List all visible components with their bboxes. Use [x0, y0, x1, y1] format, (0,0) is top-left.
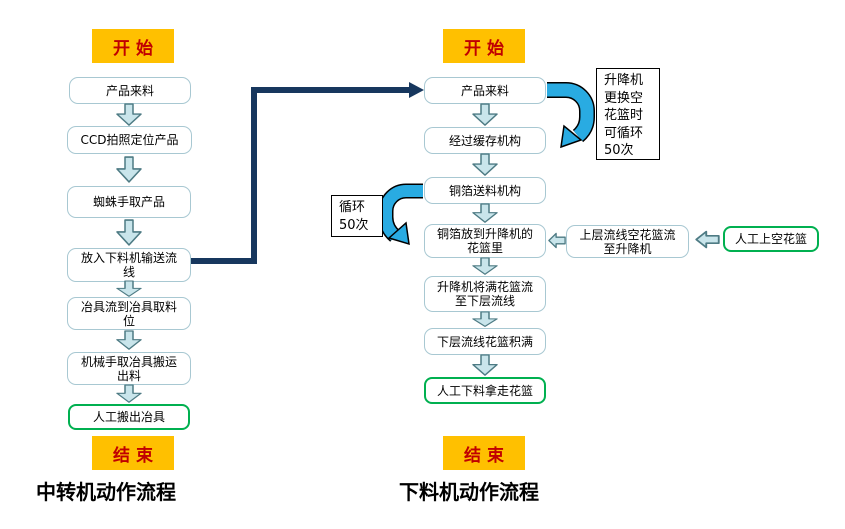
note-line: 可循环: [604, 125, 644, 141]
step-label: 人工下料拿走花篮: [436, 383, 533, 398]
left-start-label: 开始: [113, 38, 159, 59]
right-end-label: 结束: [464, 445, 510, 466]
left-start-box: 开始: [92, 29, 174, 63]
left-step-robot-carry: 机械手取冶具搬运出料: [67, 352, 191, 385]
left-arrow-icon: [695, 230, 720, 249]
down-arrow-icon: [472, 311, 498, 327]
note-line: 更换空: [604, 90, 644, 106]
manual-supply-basket-box: 人工上空花篮: [723, 226, 819, 252]
left-step-spider-pick: 蜘蛛手取产品: [67, 186, 191, 218]
step-label: 产品来料: [460, 83, 509, 98]
feeder-loop-arrow-icon: [378, 183, 423, 246]
down-arrow-icon: [116, 330, 142, 350]
left-step-jig-flow: 冶具流到冶具取料位: [67, 297, 191, 330]
cycle-50-note: 循环 50次: [331, 195, 383, 237]
left-flow-title: 中转机动作流程: [36, 480, 176, 504]
left-step-manual-remove: 人工搬出冶具: [68, 404, 190, 430]
step-label: 产品来料: [105, 83, 154, 98]
down-arrow-icon: [472, 257, 498, 275]
basket-swap-loop-arrow-icon: [547, 82, 595, 149]
right-step-product-arrival: 产品来料: [424, 77, 546, 104]
right-step-copper-to-basket: 铜箔放到升降机的花篮里: [424, 224, 546, 258]
down-arrow-icon: [116, 156, 142, 183]
right-step-lift-full-basket: 升降机将满花篮流至下层流线: [424, 276, 546, 312]
step-label: 经过缓存机构: [448, 133, 521, 148]
lift-swap-note: 升降机 更换空 花篮时 可循环 50次: [596, 68, 660, 160]
left-step-ccd: CCD拍照定位产品: [67, 126, 192, 154]
step-label: 冶具流到冶具取料位: [80, 299, 177, 328]
down-arrow-icon: [472, 203, 498, 223]
down-arrow-icon: [116, 103, 142, 126]
step-label: CCD拍照定位产品: [80, 133, 179, 147]
right-start-box: 开始: [443, 29, 525, 63]
right-end-box: 结束: [443, 436, 525, 470]
right-step-lower-line-full: 下层流线花篮积满: [424, 328, 546, 355]
step-label: 下层流线花篮积满: [436, 334, 533, 349]
upper-line-empty-basket-box: 上层流线空花篮流至升降机: [566, 225, 689, 258]
left-end-box: 结束: [92, 436, 174, 470]
right-step-manual-takeaway: 人工下料拿走花篮: [424, 377, 546, 404]
step-label: 放入下料机输送流线: [80, 251, 177, 279]
right-flow-title: 下料机动作流程: [399, 480, 539, 504]
down-arrow-icon: [472, 103, 498, 126]
left-step-place-line: 放入下料机输送流线: [67, 248, 191, 282]
step-label: 上层流线空花篮流至升降机: [579, 227, 676, 256]
note-line: 花篮时: [604, 108, 644, 123]
note-line: 循环: [339, 200, 366, 215]
right-step-buffer: 经过缓存机构: [424, 127, 546, 154]
step-label: 人工上空花篮: [734, 232, 807, 246]
right-step-copper-feeder: 铜箔送料机构: [424, 177, 546, 204]
down-arrow-icon: [472, 153, 498, 176]
left-arrow-icon: [548, 232, 566, 249]
left-end-label: 结束: [113, 445, 159, 466]
step-label: 铜箔放到升降机的花篮里: [437, 227, 534, 255]
down-arrow-icon: [472, 354, 498, 376]
step-label: 蜘蛛手取产品: [92, 195, 165, 209]
left-step-product-arrival: 产品来料: [69, 77, 191, 104]
note-line: 50次: [604, 143, 634, 158]
step-label: 机械手取冶具搬运出料: [80, 354, 177, 383]
note-line: 升降机: [604, 73, 644, 88]
down-arrow-icon: [116, 384, 142, 403]
step-label: 人工搬出冶具: [92, 410, 165, 424]
step-label: 升降机将满花篮流至下层流线: [437, 280, 534, 308]
down-arrow-icon: [116, 280, 142, 297]
step-label: 铜箔送料机构: [448, 183, 521, 198]
transfer-to-unloader-connector: [190, 82, 424, 264]
connector-arrowhead-icon: [409, 82, 424, 98]
note-line: 50次: [339, 217, 369, 233]
right-start-label: 开始: [464, 38, 510, 59]
down-arrow-icon: [116, 219, 142, 246]
